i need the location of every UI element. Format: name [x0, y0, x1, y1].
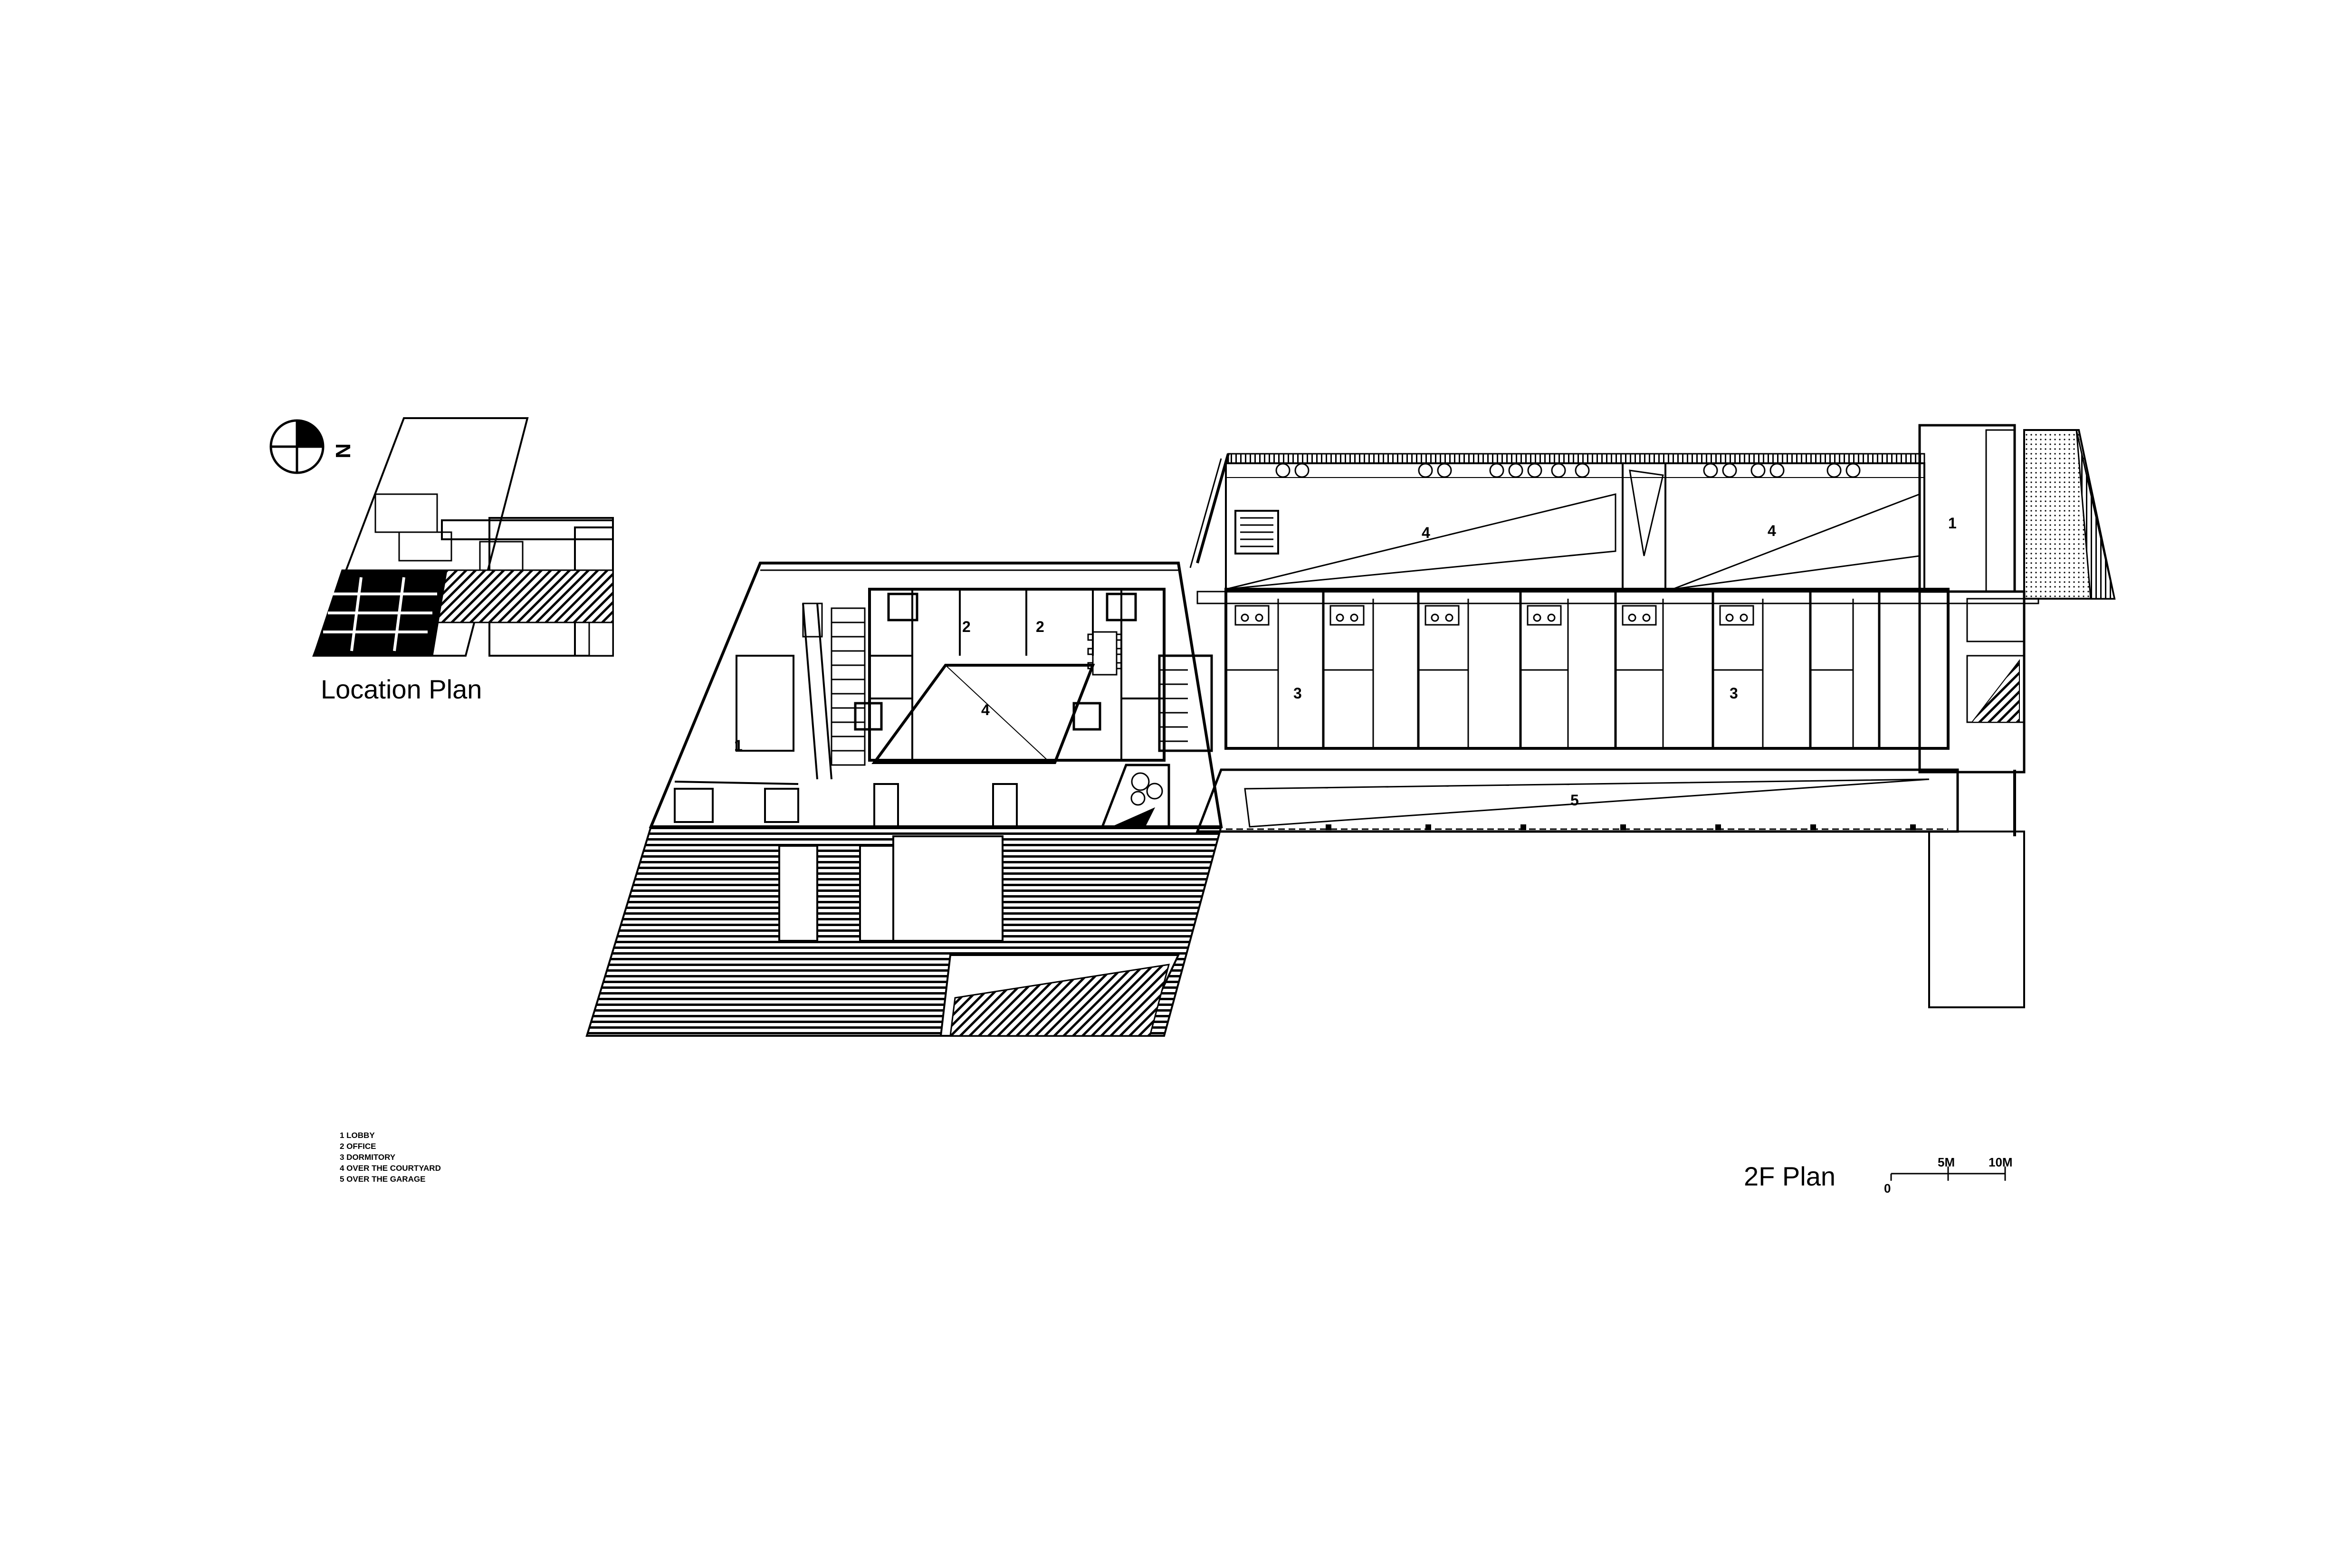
plan-title: 2F Plan	[1744, 1161, 1836, 1191]
legend-item: 2 OFFICE	[340, 1142, 376, 1151]
east-wing	[1189, 453, 2039, 833]
scale-tick-5m: 5M	[1938, 1155, 1955, 1169]
room-labels: 1 1 2 2 3 3 4 4 4 5	[734, 515, 1957, 809]
plaza-hatching	[585, 826, 1223, 1037]
legend-item: 1 LOBBY	[340, 1131, 375, 1140]
room-label-dorm-b: 3	[1730, 685, 1738, 702]
scale-bar	[1890, 1166, 2006, 1181]
scale-tick-10m: 10M	[1989, 1155, 2013, 1169]
room-label-courtyard-north-a: 4	[1422, 524, 1430, 541]
north-arrow-icon	[269, 419, 325, 474]
legend: 1 LOBBY 2 OFFICE 3 DORMITORY 4 OVER THE …	[340, 1131, 441, 1184]
room-label-office-a: 2	[962, 618, 971, 635]
room-label-courtyard-center: 4	[981, 701, 990, 718]
scale-tick-0: 0	[1884, 1181, 1891, 1195]
legend-item: 4 OVER THE COURTYARD	[340, 1164, 441, 1173]
room-label-office-b: 2	[1036, 618, 1044, 635]
room-label-lobby-east: 1	[1948, 515, 1957, 532]
legend-item: 5 OVER THE GARAGE	[340, 1175, 425, 1184]
north-label: N	[331, 443, 354, 459]
room-label-lobby-west: 1	[734, 737, 743, 754]
room-label-garage: 5	[1570, 792, 1579, 809]
room-label-courtyard-north-b: 4	[1768, 522, 1776, 539]
legend-item: 3 DORMITORY	[340, 1153, 396, 1162]
location-plan	[269, 417, 614, 657]
central-stair	[1100, 654, 1213, 828]
location-plan-title: Location Plan	[321, 674, 482, 704]
west-wing	[649, 562, 1223, 828]
east-lobby	[1918, 424, 2116, 1008]
room-label-dorm-a: 3	[1293, 685, 1302, 702]
